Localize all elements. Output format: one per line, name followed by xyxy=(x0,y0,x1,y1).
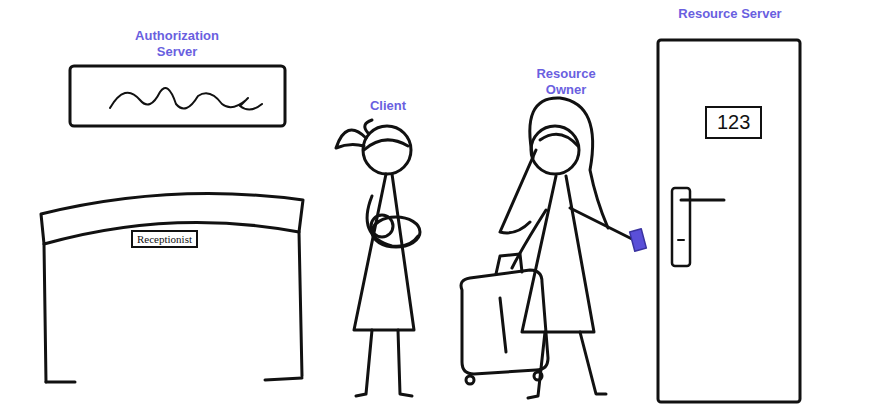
server-heading: Authorization Server xyxy=(122,28,232,60)
owner-heading: Resource Owner xyxy=(521,66,611,98)
reception-desk: Receptionist xyxy=(35,186,310,391)
room-number: 123 xyxy=(705,106,762,139)
resource-owner-figure xyxy=(461,98,634,398)
reception-desk-outline xyxy=(35,186,310,391)
hotel-door-outline xyxy=(650,0,810,410)
client-figure xyxy=(336,120,420,396)
sign-scribble xyxy=(110,88,262,110)
wall-sign xyxy=(70,66,285,126)
name-plate: Receptionist xyxy=(131,230,198,248)
hotel-door: Resource Server 123 xyxy=(650,0,810,410)
server-heading: Resource Server xyxy=(675,6,785,22)
client-heading: Client xyxy=(343,98,433,114)
key-card xyxy=(630,229,647,251)
